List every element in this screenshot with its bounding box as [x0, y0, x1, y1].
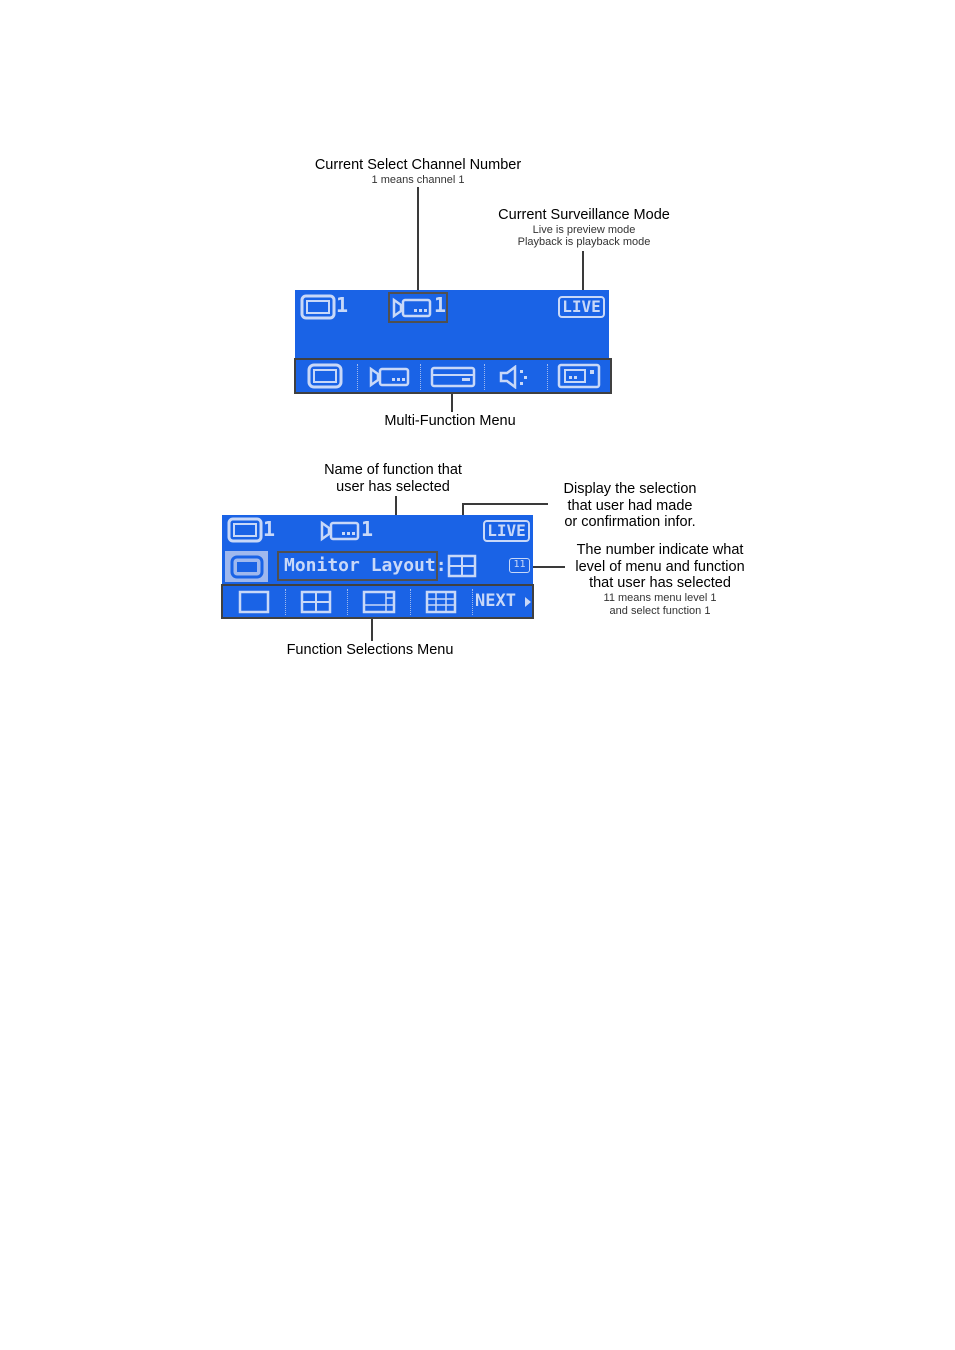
- function-name-line2: user has selected: [336, 478, 450, 495]
- level-line1: The number indicate what: [576, 542, 744, 558]
- quad-layout-icon: [447, 554, 477, 578]
- monitor-icon: [230, 555, 264, 579]
- lcd-screen-menu: 1 1 LIVE Monitor Layout: 11: [222, 515, 533, 585]
- channel-number-annotation: Current Select Channel Number 1 means ch…: [288, 157, 548, 186]
- selected-menu-tile: [225, 551, 268, 582]
- channel-number-title: Current Select Channel Number: [314, 157, 522, 173]
- mode-badge: LIVE: [483, 520, 530, 542]
- function-selections-annotation: Function Selections Menu: [260, 642, 480, 659]
- function-selections-title: Function Selections Menu: [286, 642, 454, 658]
- level-annotation: The number indicate what level of menu a…: [560, 542, 760, 617]
- selection-display-annotation: Display the selection that user had made…: [540, 481, 720, 531]
- menu-separator: [285, 589, 286, 615]
- channel-number: 1: [434, 293, 447, 317]
- function-selections-leader-line: [371, 619, 373, 641]
- dvr-icon[interactable]: [430, 366, 476, 388]
- single-layout-icon[interactable]: [238, 590, 270, 614]
- next-button[interactable]: NEXT: [475, 591, 516, 611]
- level-line2: level of menu and function: [575, 558, 745, 575]
- function-name-line1: Name of function that: [324, 462, 462, 478]
- surveillance-mode-note-live: Live is preview mode: [532, 223, 636, 236]
- monitor-number: 1: [336, 293, 349, 317]
- menu-separator: [410, 589, 411, 615]
- menu-separator: [347, 589, 348, 615]
- level-note1: 11 means menu level 1: [603, 592, 717, 605]
- channel-highlight-box: [388, 292, 448, 323]
- mode-leader-line: [582, 251, 584, 295]
- mode-badge: LIVE: [558, 296, 605, 318]
- quad-layout-icon[interactable]: [300, 590, 332, 614]
- monitor-icon: [227, 517, 263, 543]
- menu-separator: [547, 364, 548, 390]
- nine-grid-layout-icon[interactable]: [425, 590, 457, 614]
- surveillance-mode-note-playback: Playback is playback mode: [517, 236, 651, 249]
- lcd-screen-preview: 1 1 LIVE: [295, 290, 609, 360]
- pip-layout-icon[interactable]: [362, 590, 396, 614]
- selection-display-line2: that user had made: [567, 497, 693, 514]
- menu-separator: [472, 589, 473, 615]
- level-leader-line: [533, 566, 565, 568]
- channel-number: 1: [361, 517, 374, 541]
- selection-display-line1: Display the selection: [563, 481, 697, 497]
- menu-separator: [484, 364, 485, 390]
- monitor-number: 1: [263, 517, 276, 541]
- selection-leader-horizontal: [462, 503, 548, 505]
- surveillance-mode-annotation: Current Surveillance Mode Live is previe…: [474, 207, 694, 249]
- multi-function-menu: [294, 358, 612, 394]
- multi-function-leader-line: [451, 394, 453, 412]
- speaker-icon[interactable]: [498, 365, 532, 389]
- menu-separator: [420, 364, 421, 390]
- channel-number-note: 1 means channel 1: [371, 173, 465, 186]
- multi-function-annotation: Multi-Function Menu: [350, 413, 550, 430]
- next-arrow-icon[interactable]: [524, 596, 532, 608]
- camera-icon: [392, 297, 432, 319]
- channel-leader-line: [417, 187, 419, 297]
- function-name-label: Monitor Layout:: [284, 555, 447, 576]
- monitor-icon: [300, 294, 336, 320]
- selection-display-line3: or confirmation infor.: [564, 514, 696, 531]
- menu-separator: [357, 364, 358, 390]
- settings-panel-icon[interactable]: [557, 363, 601, 389]
- function-selections-menu: NEXT: [221, 584, 534, 619]
- multi-function-title: Multi-Function Menu: [384, 413, 516, 429]
- monitor-icon[interactable]: [307, 363, 343, 389]
- surveillance-mode-title: Current Surveillance Mode: [498, 207, 670, 223]
- level-line3: that user has selected: [589, 575, 731, 592]
- function-name-annotation: Name of function that user has selected: [293, 462, 493, 495]
- level-note2: and select function 1: [609, 604, 711, 617]
- menu-level-indicator: 11: [509, 558, 530, 573]
- camera-icon[interactable]: [369, 366, 411, 388]
- camera-icon: [320, 520, 360, 542]
- function-name-highlight: [277, 551, 438, 581]
